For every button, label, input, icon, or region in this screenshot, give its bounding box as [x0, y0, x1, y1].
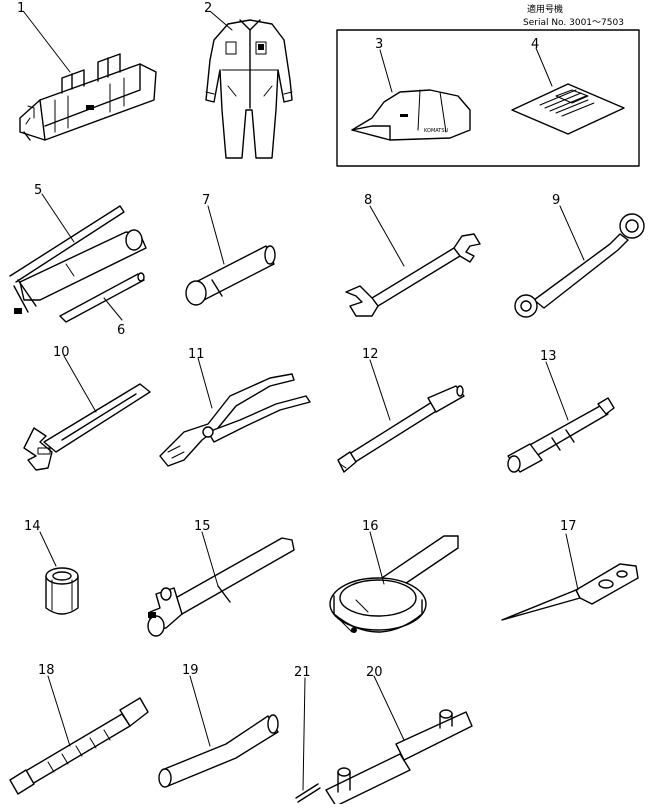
part-number-13: 13 [540, 349, 557, 364]
leader-8 [369, 205, 405, 267]
part-number-1: 1 [17, 1, 25, 16]
grease-hose [9, 697, 149, 795]
socket-extension [507, 397, 615, 473]
part-number-10: 10 [53, 345, 70, 360]
part-number-15: 15 [194, 519, 211, 534]
part-number-20: 20 [366, 665, 383, 680]
leader-3 [379, 49, 393, 93]
leader-7 [207, 205, 225, 265]
part-number-2: 2 [204, 1, 212, 16]
part-number-12: 12 [362, 347, 379, 362]
part-number-3: 3 [375, 37, 383, 52]
part-number-9: 9 [552, 193, 560, 208]
leader-19 [189, 675, 211, 747]
adjustable-wrench [23, 383, 151, 471]
leader-12 [369, 359, 391, 421]
leader-15 [201, 531, 219, 587]
part-number-5: 5 [34, 183, 42, 198]
leader-1 [23, 11, 71, 73]
cap-brand: KOMATSU [424, 128, 449, 134]
part-number-6: 6 [117, 323, 125, 338]
grease-gun-extension [59, 272, 145, 323]
leader-21 [302, 677, 306, 791]
group-box [336, 29, 640, 167]
part-number-8: 8 [364, 193, 372, 208]
pin [295, 783, 321, 803]
leader-5 [41, 193, 75, 243]
serial-number: Serial No. 3001～7503 [523, 18, 624, 28]
grease-gun [9, 205, 147, 314]
cap: KOMATSU [351, 89, 471, 141]
part-number-17: 17 [560, 519, 577, 534]
extension-bar [337, 385, 465, 473]
leader-18 [47, 675, 71, 747]
part-number-7: 7 [202, 193, 210, 208]
leader-4 [535, 47, 553, 87]
part-number-21: 21 [294, 665, 311, 680]
socket [45, 567, 79, 615]
leader-20 [373, 675, 405, 741]
leader-16 [369, 531, 385, 585]
box-wrench [514, 213, 645, 318]
part-number-18: 18 [38, 663, 55, 678]
scraper [501, 563, 639, 621]
hammer [147, 537, 295, 637]
socket-adapter [185, 245, 276, 306]
manual [511, 83, 625, 135]
pipe [158, 714, 279, 788]
filter-wrench [329, 535, 459, 633]
leader-13 [545, 361, 569, 421]
leader-14 [39, 531, 57, 567]
header-title: 適用号機 [527, 3, 563, 15]
leader-9 [559, 205, 585, 261]
pliers [159, 373, 311, 467]
tool-bag [19, 53, 157, 141]
open-end-wrench [345, 233, 481, 317]
leader-17 [565, 533, 579, 591]
coverall [205, 19, 293, 159]
part-number-11: 11 [188, 347, 205, 362]
adjusting-tool [325, 709, 473, 807]
part-number-19: 19 [182, 663, 199, 678]
part-number-16: 16 [362, 519, 379, 534]
leader-10 [63, 355, 97, 413]
part-number-4: 4 [531, 37, 539, 52]
leader-6 [103, 297, 123, 321]
leader-11 [197, 357, 213, 409]
leader-2 [210, 11, 233, 31]
part-number-14: 14 [24, 519, 41, 534]
